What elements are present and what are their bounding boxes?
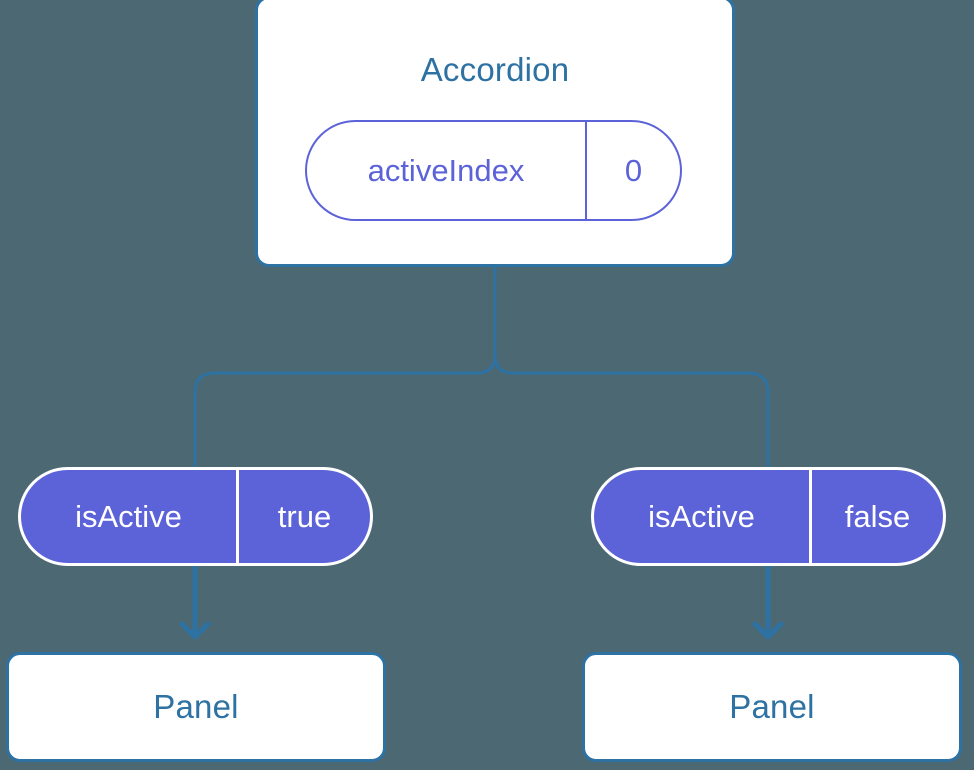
prop-pill-value: false (844, 498, 911, 534)
prop-pill-key: isActive (21, 470, 239, 563)
prop-pill-key: isActive (594, 470, 812, 563)
component-box-panel-left[interactable]: Panel (6, 652, 386, 762)
component-title-panel-left: Panel (153, 688, 239, 725)
state-pill-active-index[interactable]: activeIndex 0 (305, 120, 682, 221)
state-pill-key: activeIndex (307, 122, 587, 219)
component-box-panel-right[interactable]: Panel (582, 652, 962, 762)
prop-pill-value: true (277, 498, 332, 534)
arrow-left-pill-to-panel (179, 566, 211, 640)
connector-root-split-right (493, 264, 770, 469)
prop-pill-is-active-false[interactable]: isActive false (591, 467, 946, 566)
component-title-accordion: Accordion (420, 51, 570, 88)
arrow-right-pill-to-panel (752, 566, 784, 640)
state-pill-value: 0 (624, 152, 643, 188)
component-title-panel-right: Panel (729, 688, 815, 725)
prop-pill-is-active-true[interactable]: isActive true (18, 467, 373, 566)
connector-root-split (193, 264, 497, 469)
